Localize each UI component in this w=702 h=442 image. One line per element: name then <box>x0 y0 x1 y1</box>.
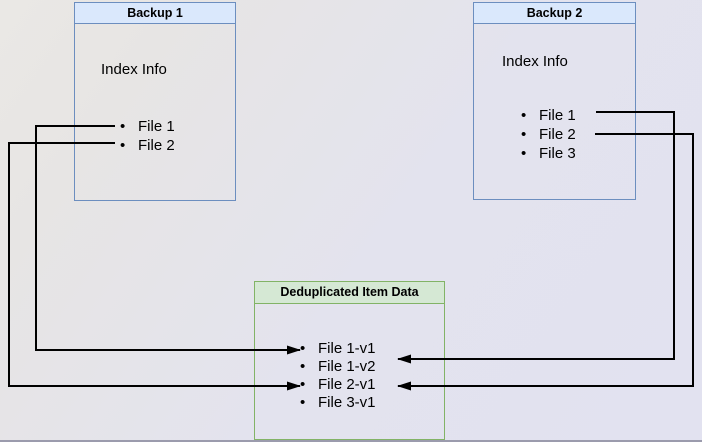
bullet-icon: • <box>521 126 527 143</box>
backup1-index-info-label: Index Info <box>101 61 167 78</box>
backup2-index-info-label: Index Info <box>502 53 568 70</box>
dedup-file-1-v2: File 1-v2 <box>318 358 376 375</box>
backup2-file-1: File 1 <box>539 107 576 124</box>
dedup-file-1-v1: File 1-v1 <box>318 340 376 357</box>
bullet-icon: • <box>300 340 306 357</box>
backup1-header: Backup 1 <box>75 3 235 24</box>
backup2-file-2: File 2 <box>539 126 576 143</box>
dedup-file-3-v1: File 3-v1 <box>318 394 376 411</box>
dedup-header: Deduplicated Item Data <box>255 282 444 304</box>
backup1-file-list: • File 1 • File 2 <box>120 117 175 155</box>
bullet-icon: • <box>120 137 126 154</box>
list-item: • File 2 <box>521 125 576 144</box>
dedup-file-2-v1: File 2-v1 <box>318 376 376 393</box>
list-item: • File 1 <box>120 117 175 136</box>
bullet-icon: • <box>120 118 126 135</box>
backup2-header: Backup 2 <box>474 3 635 24</box>
dedup-item-list: • File 1-v1 • File 1-v2 • File 2-v1 • Fi… <box>300 340 376 412</box>
bullet-icon: • <box>300 394 306 411</box>
backup1-title: Backup 1 <box>127 5 183 20</box>
dedup-title: Deduplicated Item Data <box>280 285 419 300</box>
list-item: • File 1-v2 <box>300 358 376 376</box>
list-item: • File 1-v1 <box>300 340 376 358</box>
backup2-file-3: File 3 <box>539 145 576 162</box>
backup2-title: Backup 2 <box>526 5 583 20</box>
backup2-file-list: • File 1 • File 2 • File 3 <box>521 106 576 163</box>
backup1-file-1: File 1 <box>138 118 175 135</box>
window-bottom-edge <box>0 440 702 442</box>
list-item: • File 2-v1 <box>300 376 376 394</box>
list-item: • File 3-v1 <box>300 394 376 412</box>
bullet-icon: • <box>521 107 527 124</box>
backup1-file-2: File 2 <box>138 137 175 154</box>
bullet-icon: • <box>521 145 527 162</box>
list-item: • File 3 <box>521 144 576 163</box>
list-item: • File 2 <box>120 136 175 155</box>
bullet-icon: • <box>300 376 306 393</box>
bullet-icon: • <box>300 358 306 375</box>
backup2-box: Backup 2 <box>473 2 636 200</box>
list-item: • File 1 <box>521 106 576 125</box>
backup1-box: Backup 1 <box>74 2 236 201</box>
